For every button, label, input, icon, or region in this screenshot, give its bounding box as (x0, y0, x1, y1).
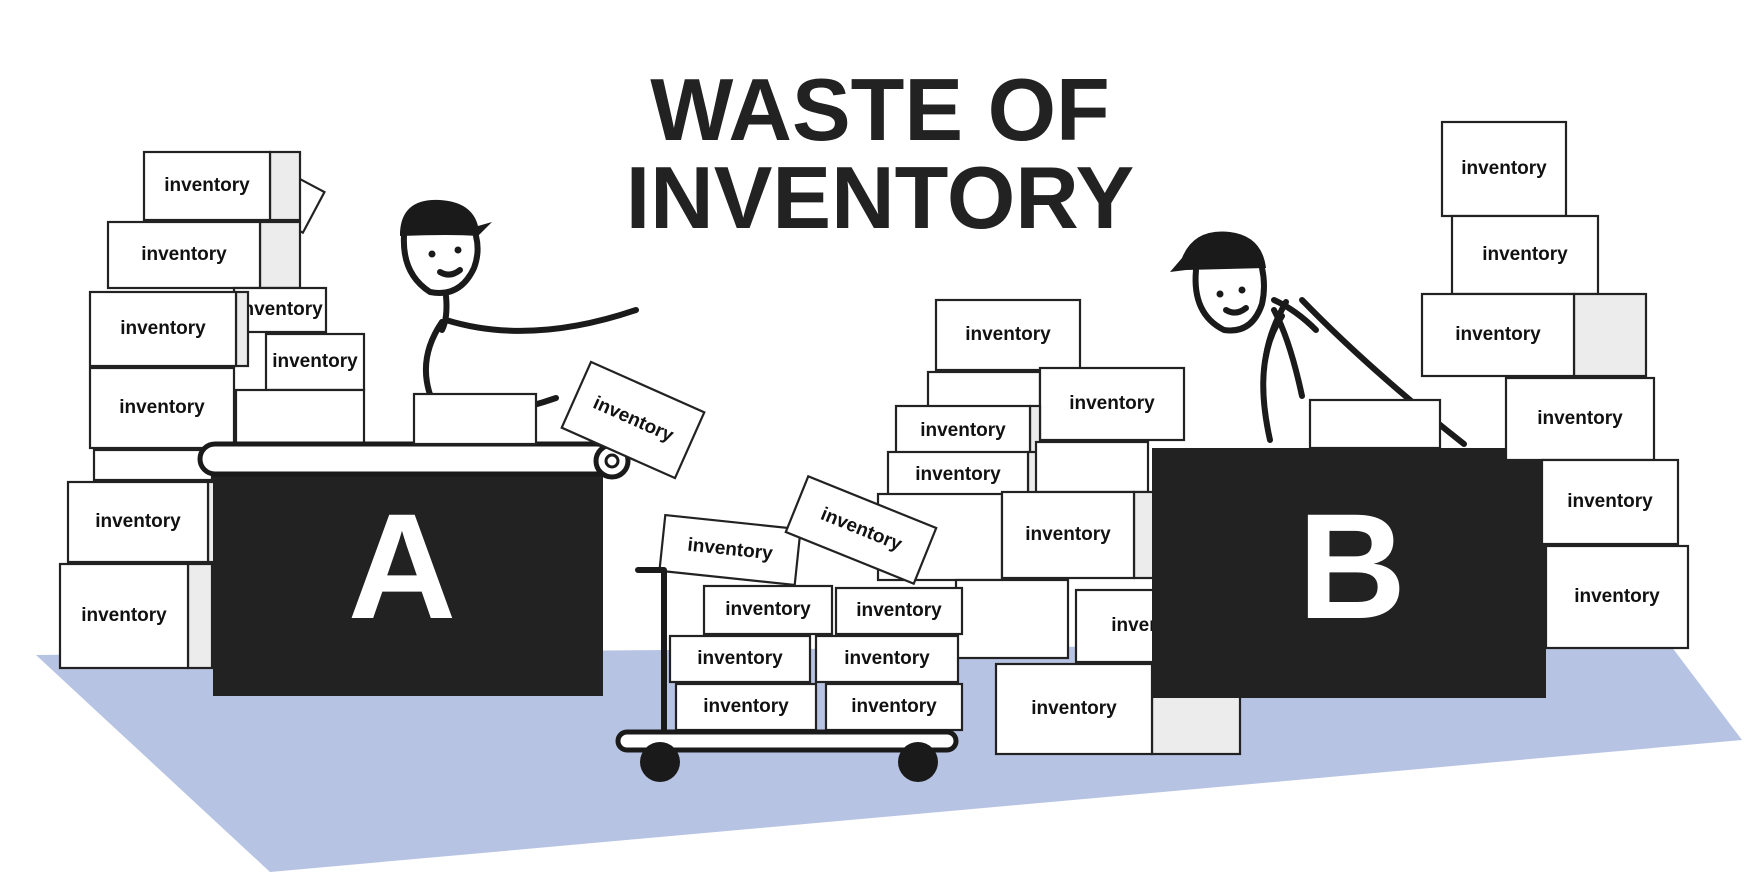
inventory-box-label: inventory (851, 696, 937, 717)
inventory-box: inventory (702, 584, 834, 636)
inventory-box: inventory (1540, 458, 1680, 546)
inventory-box-label: inventory (697, 648, 783, 669)
inventory-box-label: inventory (120, 318, 206, 339)
inventory-box: inventory (1420, 292, 1648, 378)
falling-inventory-box: inventory (560, 360, 706, 480)
inventory-box: inventory (1544, 544, 1690, 650)
inventory-box: inventory (1450, 214, 1600, 296)
inventory-box-label: inventory (725, 599, 811, 620)
inventory-box-label: inventory (915, 464, 1001, 485)
inventory-box: inventory (658, 513, 802, 587)
inventory-box (954, 578, 1070, 660)
floor-area (36, 642, 1742, 872)
inventory-box-label: inventory (119, 397, 205, 418)
inventory-box: inventory (264, 332, 366, 392)
station-a-label: A (348, 482, 456, 650)
inventory-box-label: inventory (1461, 158, 1547, 179)
inventory-box: inventory (1440, 120, 1568, 218)
right-inventory-stack: inventory inventory inventory inventory inve… (1420, 120, 1690, 650)
worker-a-stick-figure-icon (400, 199, 639, 446)
inventory-box: inventory (1038, 366, 1186, 442)
inventory-box: inventory (1504, 376, 1656, 462)
inventory-box (92, 448, 214, 482)
inventory-box: inventory (66, 480, 230, 564)
inventory-box: inventory (142, 150, 302, 222)
inventory-box: inventory (934, 298, 1082, 372)
inventory-box-label: inventory (164, 175, 250, 196)
conveyor-roller-icon (197, 441, 631, 480)
title-line-2: INVENTORY (626, 148, 1135, 247)
worker-b-stick-figure-icon (1170, 231, 1467, 450)
inventory-box-label: inventory (856, 600, 942, 621)
inventory-box-label: inventory (1025, 524, 1111, 545)
inventory-box: inventory (88, 366, 236, 450)
inventory-box-label: inventory (1482, 244, 1568, 265)
inventory-box-label: inventory (703, 696, 789, 717)
inventory-box-label: inventory (1567, 491, 1653, 512)
inventory-box-label: inventory (1031, 698, 1117, 719)
inventory-box: inventory (58, 562, 214, 670)
inventory-box: inventory (1000, 490, 1162, 580)
inventory-box: inventory (106, 220, 302, 290)
inventory-box-label: inventory (237, 299, 323, 320)
inventory-box-label: inventory (1455, 324, 1541, 345)
station-a: A (197, 441, 631, 696)
inventory-box: inventory (894, 404, 1042, 458)
inventory-box: inventory (88, 290, 250, 368)
inventory-box-label: inventory (1069, 393, 1155, 414)
inventory-box: inventory (668, 634, 812, 684)
inventory-box (234, 388, 366, 446)
inventory-box-label: inventory (965, 324, 1051, 345)
station-b-machine (1152, 448, 1546, 698)
inventory-box-label: inventory (844, 648, 930, 669)
inventory-box-label: inventory (95, 511, 181, 532)
left-inventory-stack: oryinventoryinventoryinventoryinventoryi… (58, 150, 366, 670)
title-line-1: WASTE OF (650, 60, 1110, 159)
inventory-box: inventory (674, 682, 818, 732)
station-b-label: B (1298, 482, 1406, 650)
inventory-box-label: inventory (141, 244, 227, 265)
inventory-box: inventory (834, 586, 964, 636)
inventory-box-label: inventory (272, 351, 358, 372)
inventory-box-label: inventory (1537, 408, 1623, 429)
inventory-box-label: inventory (81, 605, 167, 626)
inventory-box: inventory (784, 474, 938, 586)
inventory-box-label: inventory (1574, 586, 1660, 607)
inventory-box (1034, 440, 1150, 494)
station-a-machine (213, 470, 603, 696)
inventory-box-label: inventory (920, 420, 1006, 441)
inventory-box (926, 370, 1042, 410)
station-b: B (1152, 448, 1546, 698)
inventory-box: inventory (824, 682, 964, 732)
inventory-box: inventory (814, 634, 960, 684)
